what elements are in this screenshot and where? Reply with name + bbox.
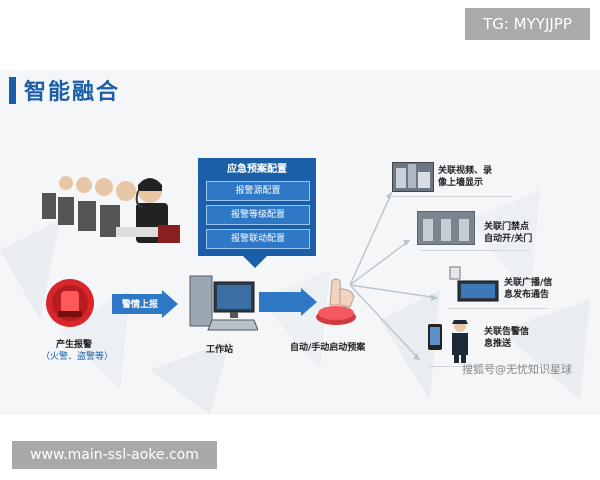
- page-title: 智能融合: [24, 80, 121, 105]
- output-alert-line2: 息推送: [484, 339, 512, 349]
- background-triangles: [0, 190, 590, 415]
- tg-watermark: TG: MYYJJPP: [465, 8, 590, 40]
- config-panel-pointer: [243, 256, 267, 268]
- output-video-line1: 关联视频、录: [438, 166, 493, 176]
- trigger-arrow: [259, 288, 317, 316]
- output-access-line2: 自动开/关门: [484, 234, 533, 244]
- config-item-alarm-level: 报警等级配置: [206, 205, 310, 225]
- hand-press-button-icon: [316, 278, 356, 325]
- output-broadcast-line2: 息发布通告: [504, 290, 550, 300]
- broadcast-speaker-screen-icon: [449, 266, 499, 302]
- trigger-label: 自动/手动启动预案: [290, 343, 366, 353]
- sohu-watermark: 搜狐号@无忧知识星球: [462, 363, 572, 376]
- fan-out-connectors: [349, 191, 439, 361]
- output-divider-4: [428, 366, 538, 367]
- alarm-label: 产生报警: [56, 340, 93, 350]
- report-arrow: [112, 290, 178, 318]
- workstation-label: 工作站: [206, 345, 234, 355]
- config-item-alarm-source: 报警源配置: [206, 181, 310, 201]
- output-access-line1: 关联门禁点: [484, 222, 530, 232]
- config-item-alarm-linkage: 报警联动配置: [206, 229, 310, 249]
- config-panel-title: 应急预案配置: [227, 164, 287, 175]
- output-video-line2: 像上墙显示: [438, 178, 484, 188]
- output-divider-1: [392, 196, 512, 197]
- phone-guard-icon: [428, 320, 468, 363]
- output-divider-2: [420, 250, 530, 251]
- alarm-sublabel: （火警、盗警等）: [41, 352, 114, 362]
- title-accent-bar: [9, 77, 16, 104]
- report-arrow-label: 警情上报: [122, 300, 159, 310]
- video-wall-image: [396, 164, 430, 188]
- workstation-computer-icon: [189, 275, 258, 331]
- output-alert-line1: 关联告警信: [484, 327, 530, 337]
- alarm-siren-icon: [46, 279, 94, 327]
- access-gate-image: [417, 211, 475, 245]
- url-watermark: www.main-ssl-aoke.com: [12, 441, 217, 469]
- call-center-operators-illustration: [42, 176, 180, 243]
- output-broadcast-line1: 关联广播/信: [504, 278, 553, 288]
- output-divider-3: [448, 308, 548, 309]
